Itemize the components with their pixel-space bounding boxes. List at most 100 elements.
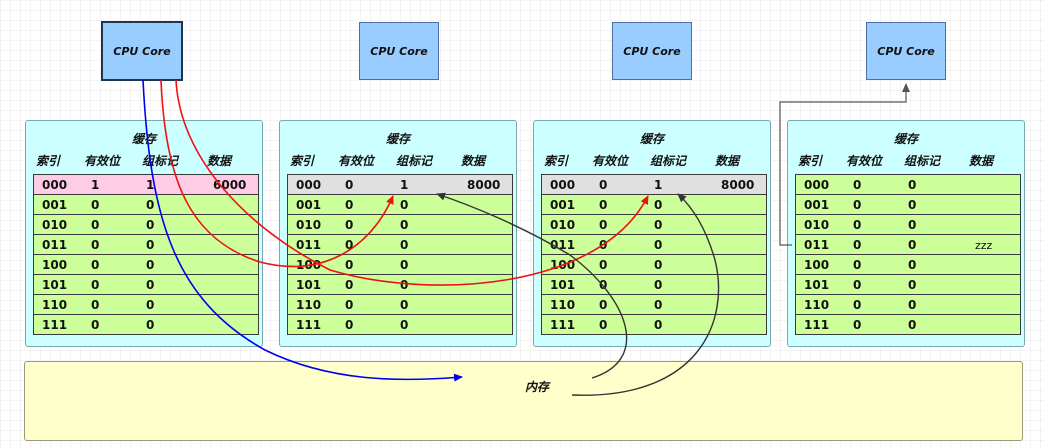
cache-row: 110 0 0 xyxy=(34,295,258,315)
cell-tag: 0 xyxy=(400,198,409,212)
cell-tag: 0 xyxy=(908,178,917,192)
cell-index: 000 xyxy=(550,178,576,192)
cell-tag: 0 xyxy=(654,278,663,292)
cell-index: 101 xyxy=(42,278,68,292)
cell-index: 010 xyxy=(296,218,322,232)
cell-tag: 0 xyxy=(654,218,663,232)
cell-index: 100 xyxy=(550,258,576,272)
cell-data: 6000 xyxy=(213,178,247,192)
cell-tag: 0 xyxy=(654,238,663,252)
cell-index: 010 xyxy=(550,218,576,232)
cell-index: 000 xyxy=(804,178,830,192)
cell-index: 111 xyxy=(42,318,68,332)
cell-tag: 0 xyxy=(654,298,663,312)
cell-valid: 0 xyxy=(345,178,354,192)
cell-valid: 0 xyxy=(853,278,862,292)
cell-tag: 0 xyxy=(908,318,917,332)
cache-title: 缓存 xyxy=(385,132,410,146)
cell-valid: 0 xyxy=(599,238,608,252)
memory-block: 内存 xyxy=(24,361,1023,441)
cell-index: 100 xyxy=(296,258,322,272)
cpu-core-1: CPU Core xyxy=(101,21,183,81)
cell-tag: 0 xyxy=(908,298,917,312)
cache-header-row: 索引有效位组标记数据 xyxy=(534,152,770,170)
cache-header-row: 索引有效位组标记数据 xyxy=(280,152,516,170)
cell-tag: 0 xyxy=(146,298,155,312)
cell-tag: 1 xyxy=(654,178,663,192)
cell-tag: 0 xyxy=(400,278,409,292)
cell-valid: 0 xyxy=(91,258,100,272)
cell-index: 110 xyxy=(42,298,68,312)
cell-valid: 0 xyxy=(599,278,608,292)
cell-index: 011 xyxy=(550,238,576,252)
cache-row: 100 0 0 xyxy=(288,255,512,275)
cell-valid: 0 xyxy=(599,258,608,272)
cell-index: 000 xyxy=(42,178,68,192)
cell-valid: 0 xyxy=(345,318,354,332)
cell-tag: 0 xyxy=(908,238,917,252)
cell-valid: 0 xyxy=(853,238,862,252)
header-valid: 有效位 xyxy=(846,154,883,168)
header-valid: 有效位 xyxy=(84,154,121,168)
cell-index: 011 xyxy=(42,238,68,252)
cell-valid: 0 xyxy=(345,258,354,272)
cell-valid: 0 xyxy=(91,278,100,292)
cell-data: zzz xyxy=(975,239,993,252)
header-index: 索引 xyxy=(798,154,823,168)
cell-tag: 1 xyxy=(400,178,409,192)
cell-tag: 1 xyxy=(146,178,155,192)
cell-index: 100 xyxy=(42,258,68,272)
cell-index: 100 xyxy=(804,258,830,272)
cache-row: 101 0 0 xyxy=(796,275,1020,295)
cache-title: 缓存 xyxy=(639,132,664,146)
cell-valid: 0 xyxy=(345,278,354,292)
cell-tag: 0 xyxy=(908,198,917,212)
cache-row: 011 0 0 xyxy=(542,235,766,255)
header-data: 数据 xyxy=(969,154,994,168)
cache-row: 101 0 0 xyxy=(542,275,766,295)
cell-tag: 0 xyxy=(146,278,155,292)
cell-index: 110 xyxy=(550,298,576,312)
cell-valid: 0 xyxy=(599,198,608,212)
cell-index: 011 xyxy=(296,238,322,252)
cell-index: 101 xyxy=(804,278,830,292)
cell-tag: 0 xyxy=(146,318,155,332)
cell-valid: 0 xyxy=(853,258,862,272)
cell-index: 001 xyxy=(550,198,576,212)
cell-tag: 0 xyxy=(654,318,663,332)
cell-valid: 0 xyxy=(91,318,100,332)
cell-valid: 0 xyxy=(853,178,862,192)
cell-tag: 0 xyxy=(908,278,917,292)
cell-valid: 0 xyxy=(91,298,100,312)
header-index: 索引 xyxy=(290,154,315,168)
cell-valid: 0 xyxy=(853,218,862,232)
cell-tag: 0 xyxy=(400,258,409,272)
cache-row: 101 0 0 xyxy=(34,275,258,295)
cell-index: 101 xyxy=(550,278,576,292)
cell-valid: 0 xyxy=(91,198,100,212)
header-valid: 有效位 xyxy=(592,154,629,168)
